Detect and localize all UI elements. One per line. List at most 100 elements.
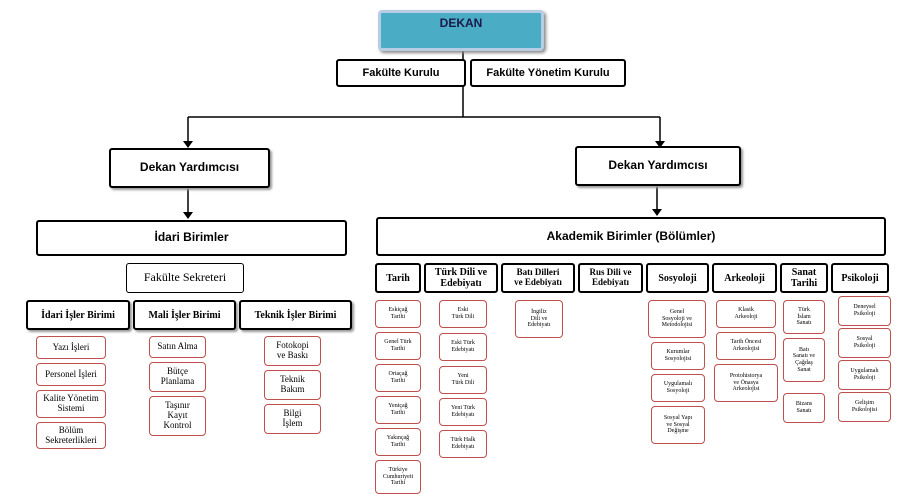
mali-isler-box: Mali İşler Birimi (133, 300, 236, 330)
dept-bati-dilleri: Batı Dilleri ve Edebiyatı (501, 263, 575, 293)
idari-isler-box: İdari İşler Birimi (26, 300, 130, 330)
sosyoloji-item-3-label: Uygulamalı Sosyoloji (663, 381, 693, 394)
teknik-item-3-label: Bilgi İşlem (282, 408, 303, 428)
arkeoloji-item-1: Klasik Arkeoloji (716, 300, 776, 328)
fakulte-yonetim-kurulu-label: Fakülte Yönetim Kurulu (486, 66, 610, 79)
fakulte-kurulu-box: Fakülte Kurulu (336, 59, 466, 87)
dept-rus-dili-title: Rus Dili ve Edebiyatı (589, 267, 632, 287)
mali-item-1-label: Satın Alma (157, 341, 198, 352)
mali-item-3: Taşınır Kayıt Kontrol (149, 396, 206, 436)
psikoloji-item-2-label: Sosyal Psikoloji (853, 336, 876, 349)
dekan-yardimcisi-right-label: Dekan Yardımcısı (608, 158, 708, 173)
dept-arkeoloji: Arkeoloji (712, 263, 777, 293)
mali-item-2: Bütçe Planlama (149, 362, 206, 392)
tarih-item-5: Yakınçağ Tarihi (375, 428, 421, 456)
dekan-yardimcisi-left-label: Dekan Yardımcısı (139, 160, 240, 175)
tarih-item-6-label: Türkiye Cumhuriyeti Tarihi (382, 467, 414, 487)
sosyoloji-item-4-label: Sosyal Yapı ve Sosyal Değişme (663, 415, 693, 435)
arkeoloji-item-3: Protohistorya ve Önasya Arkeolojisi (714, 364, 778, 402)
turkdili-item-4-label: Yeni Türk Edebiyatı (450, 405, 476, 418)
tarih-item-3: Ortaçağ Tarihi (375, 364, 421, 392)
tarih-item-2: Genel Türk Tarihi (375, 332, 421, 360)
psikoloji-item-1: Deneysel Psikoloji (838, 296, 891, 326)
dept-sanat-tarihi: Sanat Tarihi (780, 263, 828, 293)
idari-item-2: Personel İşleri (36, 363, 106, 386)
dekan-yardimcisi-left-box: Dekan Yardımcısı (109, 148, 270, 188)
psikoloji-item-4-label: Gelişim Psikolojisi (851, 400, 878, 413)
tarih-item-2-label: Genel Türk Tarihi (384, 339, 412, 352)
psikoloji-item-3-label: Uygulamalı Psikoloji (850, 368, 879, 381)
turkdili-item-3-label: Yeni Türk Dili (451, 373, 475, 386)
dept-sosyoloji-title: Sosyoloji (658, 272, 697, 284)
fakulte-yonetim-kurulu-box: Fakülte Yönetim Kurulu (470, 59, 626, 87)
turkdili-item-3: Yeni Türk Dili (439, 366, 487, 394)
tarih-item-4: Yeniçağ Tarihi (375, 396, 421, 424)
bati-item-1-label: İngiliz Dili ve Edebiyatı (527, 309, 551, 329)
fakulte-kurulu-label: Fakülte Kurulu (362, 66, 440, 79)
fakulte-sekreteri-box: Fakülte Sekreteri (126, 263, 244, 293)
idari-item-4-label: Bölüm Sekreterlikleri (45, 424, 97, 445)
dekan-box: DEKAN (378, 10, 544, 51)
sanat-item-3: Bizans Sanatı (783, 393, 825, 423)
psikoloji-item-3: Uygulamalı Psikoloji (838, 360, 891, 390)
dept-arkeoloji-title: Arkeoloji (724, 272, 765, 284)
fakulte-sekreteri-label: Fakülte Sekreteri (143, 270, 227, 285)
sanat-item-2: Batı Sanatı ve Çağdaş Sanat (783, 338, 825, 382)
sanat-item-3-label: Bizans Sanatı (795, 401, 813, 414)
dept-bati-dilleri-title: Batı Dilleri ve Edebiyatı (514, 267, 562, 287)
idari-item-3-label: Kalite Yönetim Sistemi (43, 393, 99, 413)
mali-item-2-label: Bütçe Planlama (160, 366, 195, 386)
mali-item-1: Satın Alma (149, 336, 206, 358)
sosyoloji-item-4: Sosyal Yapı ve Sosyal Değişme (651, 406, 705, 444)
sanat-item-2-label: Batı Sanatı ve Çağdaş Sanat (792, 346, 816, 373)
teknik-isler-title: Teknik İşler Birimi (254, 309, 337, 321)
idari-birimler-box: İdari Birimler (36, 220, 347, 256)
teknik-item-3: Bilgi İşlem (264, 404, 321, 434)
turkdili-item-2: Eski Türk Edebiyatı (439, 333, 487, 361)
turkdili-item-2-label: Eski Türk Edebiyatı (451, 340, 475, 353)
dept-tarih-title: Tarih (386, 272, 410, 284)
turkdili-item-1: Eski Türk Dili (439, 300, 487, 328)
tarih-item-5-label: Yakınçağ Tarihi (386, 435, 410, 448)
sanat-item-1-label: Türk İslam Sanatı (796, 307, 812, 327)
teknik-isler-box: Teknik İşler Birimi (239, 300, 352, 330)
sosyoloji-item-2-label: Kurumlar Sosyolojisi (664, 349, 692, 362)
turkdili-item-5: Türk Halk Edebiyatı (439, 430, 487, 458)
arkeoloji-item-1-label: Klasik Arkeoloji (734, 307, 758, 320)
mali-item-3-label: Taşınır Kayıt Kontrol (163, 400, 192, 430)
tarih-item-3-label: Ortaçağ Tarihi (388, 371, 408, 384)
mali-isler-title: Mali İşler Birimi (148, 309, 221, 321)
teknik-item-1: Fotokopi ve Baskı (264, 336, 321, 366)
akademik-birimler-box: Akademik Birimler (Bölümler) (376, 217, 886, 256)
tarih-item-1: Eskiçağ Tarihi (375, 300, 421, 328)
psikoloji-item-2: Sosyal Psikoloji (838, 328, 891, 358)
arkeoloji-item-2: Tarih Öncesi Arkeolojisi (716, 332, 776, 360)
sosyoloji-item-1-label: Genel Sosyoloji ve Metodolojisi (661, 309, 693, 329)
dept-rus-dili: Rus Dili ve Edebiyatı (578, 263, 643, 293)
idari-item-3: Kalite Yönetim Sistemi (36, 390, 106, 418)
psikoloji-item-4: Gelişim Psikolojisi (838, 392, 891, 422)
idari-item-1: Yazı İşleri (36, 336, 106, 359)
sanat-item-1: Türk İslam Sanatı (783, 300, 825, 334)
psikoloji-item-1-label: Deneysel Psikoloji (853, 304, 876, 317)
dept-sanat-tarihi-title: Sanat Tarihi (790, 267, 818, 289)
idari-isler-title: İdari İşler Birimi (41, 309, 115, 321)
sosyoloji-item-2: Kurumlar Sosyolojisi (651, 342, 705, 370)
akademik-birimler-label: Akademik Birimler (Bölümler) (546, 228, 716, 243)
teknik-item-2-label: Teknik Bakım (280, 374, 305, 394)
idari-item-2-label: Personel İşleri (45, 368, 97, 379)
arkeoloji-item-2-label: Tarih Öncesi Arkeolojisi (730, 339, 762, 352)
tarih-item-4-label: Yeniçağ Tarihi (388, 403, 408, 416)
dept-tarih: Tarih (375, 263, 421, 293)
dept-psikoloji: Psikoloji (831, 263, 889, 293)
idari-birimler-label: İdari Birimler (154, 230, 229, 245)
dekan-yardimcisi-right-box: Dekan Yardımcısı (575, 146, 741, 186)
dekan-label: DEKAN (439, 16, 483, 30)
arkeoloji-item-3-label: Protohistorya ve Önasya Arkeolojisi (729, 373, 763, 393)
sosyoloji-item-3: Uygulamalı Sosyoloji (651, 374, 705, 402)
bati-item-1: İngiliz Dili ve Edebiyatı (515, 300, 563, 338)
tarih-item-1-label: Eskiçağ Tarihi (388, 307, 408, 320)
turkdili-item-5-label: Türk Halk Edebiyatı (450, 437, 476, 450)
